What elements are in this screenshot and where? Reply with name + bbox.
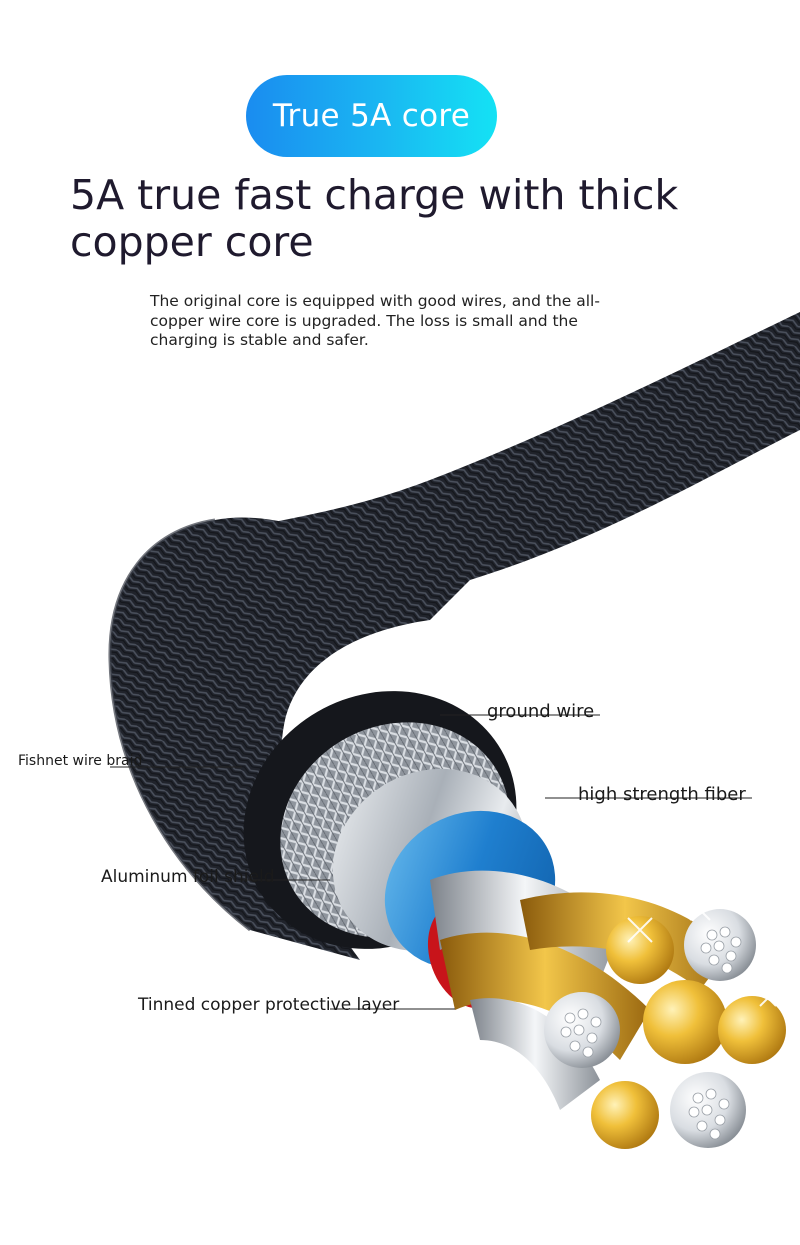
callout-fishnet-wire-braid: Fishnet wire braid <box>18 753 143 769</box>
badge-label: True 5A core <box>272 98 471 134</box>
description: The original core is equipped with good … <box>150 292 600 349</box>
callout-ground-wire: ground wire <box>487 701 595 722</box>
callout-aluminum-foil-shield: Aluminum foil shield <box>101 867 275 887</box>
true-5a-core-badge: True 5A core <box>246 75 497 157</box>
callout-high-strength-fiber: high strength fiber <box>578 784 746 805</box>
callout-tinned-copper-layer: Tinned copper protective layer <box>138 995 400 1015</box>
headline: 5A true fast charge with thick copper co… <box>70 171 679 266</box>
